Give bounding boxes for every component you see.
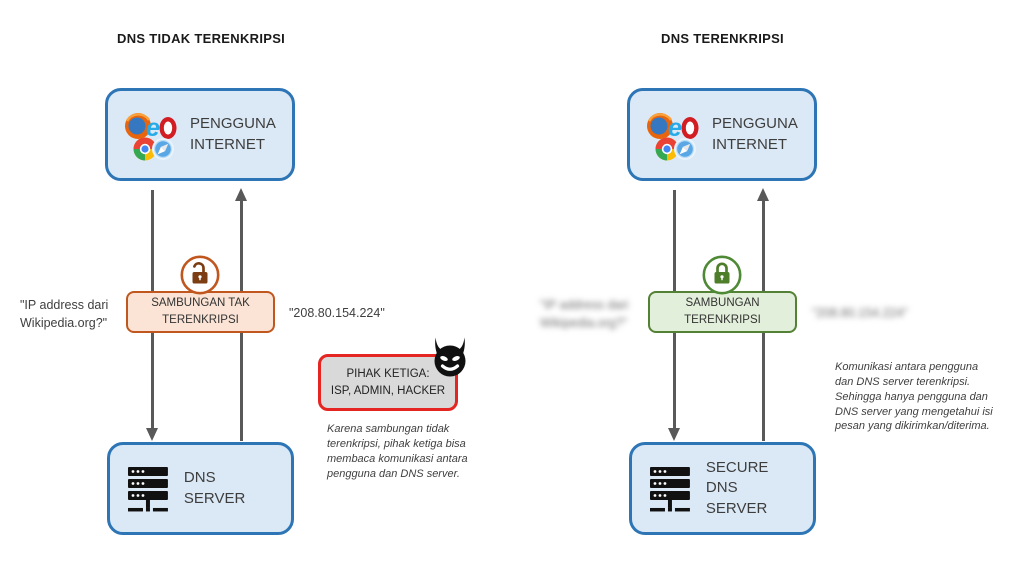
left-request-arrowhead xyxy=(146,428,158,441)
left-response-text: "208.80.154.224" xyxy=(289,306,385,320)
left-panel-title: DNS TIDAK TERENKRIPSI xyxy=(117,31,286,46)
lock-open-icon xyxy=(180,255,220,295)
right-dns-server-box: SECURE DNS SERVER xyxy=(629,442,816,535)
left-internet-user-box: e PENGGUNA INTERNET xyxy=(105,88,295,181)
svg-text:e: e xyxy=(146,114,160,142)
right-blurred-query-text: "IP address dari Wikipedia.org?" xyxy=(540,298,629,331)
right-note: Komunikasi antara pengguna dan DNS serve… xyxy=(835,361,993,433)
server-rack-icon xyxy=(127,466,168,511)
lock-closed-icon xyxy=(702,255,742,295)
svg-text:e: e xyxy=(668,114,682,142)
left-response-arrowhead xyxy=(235,188,247,201)
browsers-icon: e xyxy=(125,113,177,161)
right-blurred-response-text: "208.80.154.224" xyxy=(812,306,908,320)
left-query-text: "IP address dari Wikipedia.org?" xyxy=(20,298,109,331)
left-note: Karena sambungan tidak terenkripsi, piha… xyxy=(327,423,468,480)
right-connection-box: SAMBUNGAN TERENKRIPSI xyxy=(648,291,797,333)
right-internet-user-label: PENGGUNA INTERNET xyxy=(712,115,798,153)
right-internet-user-box: e PENGGUNA INTERNET xyxy=(627,88,817,181)
third-party-box: PIHAK KETIGA: ISP, ADMIN, HACKER xyxy=(318,354,458,411)
server-rack-icon xyxy=(649,466,690,511)
browsers-icon: e xyxy=(647,113,699,161)
right-response-arrowhead xyxy=(757,188,769,201)
left-internet-user-label: PENGGUNA INTERNET xyxy=(190,115,276,153)
right-dns-server-label: SECURE DNS SERVER xyxy=(705,459,769,517)
right-panel-title: DNS TERENKRIPSI xyxy=(661,31,784,46)
left-connection-box: SAMBUNGAN TAK TERENKRIPSI xyxy=(126,291,275,333)
right-request-arrowhead xyxy=(668,428,680,441)
left-dns-server-box: DNS SERVER xyxy=(107,442,294,535)
left-dns-server-label: DNS SERVER xyxy=(183,469,246,507)
devil-icon xyxy=(434,337,466,377)
